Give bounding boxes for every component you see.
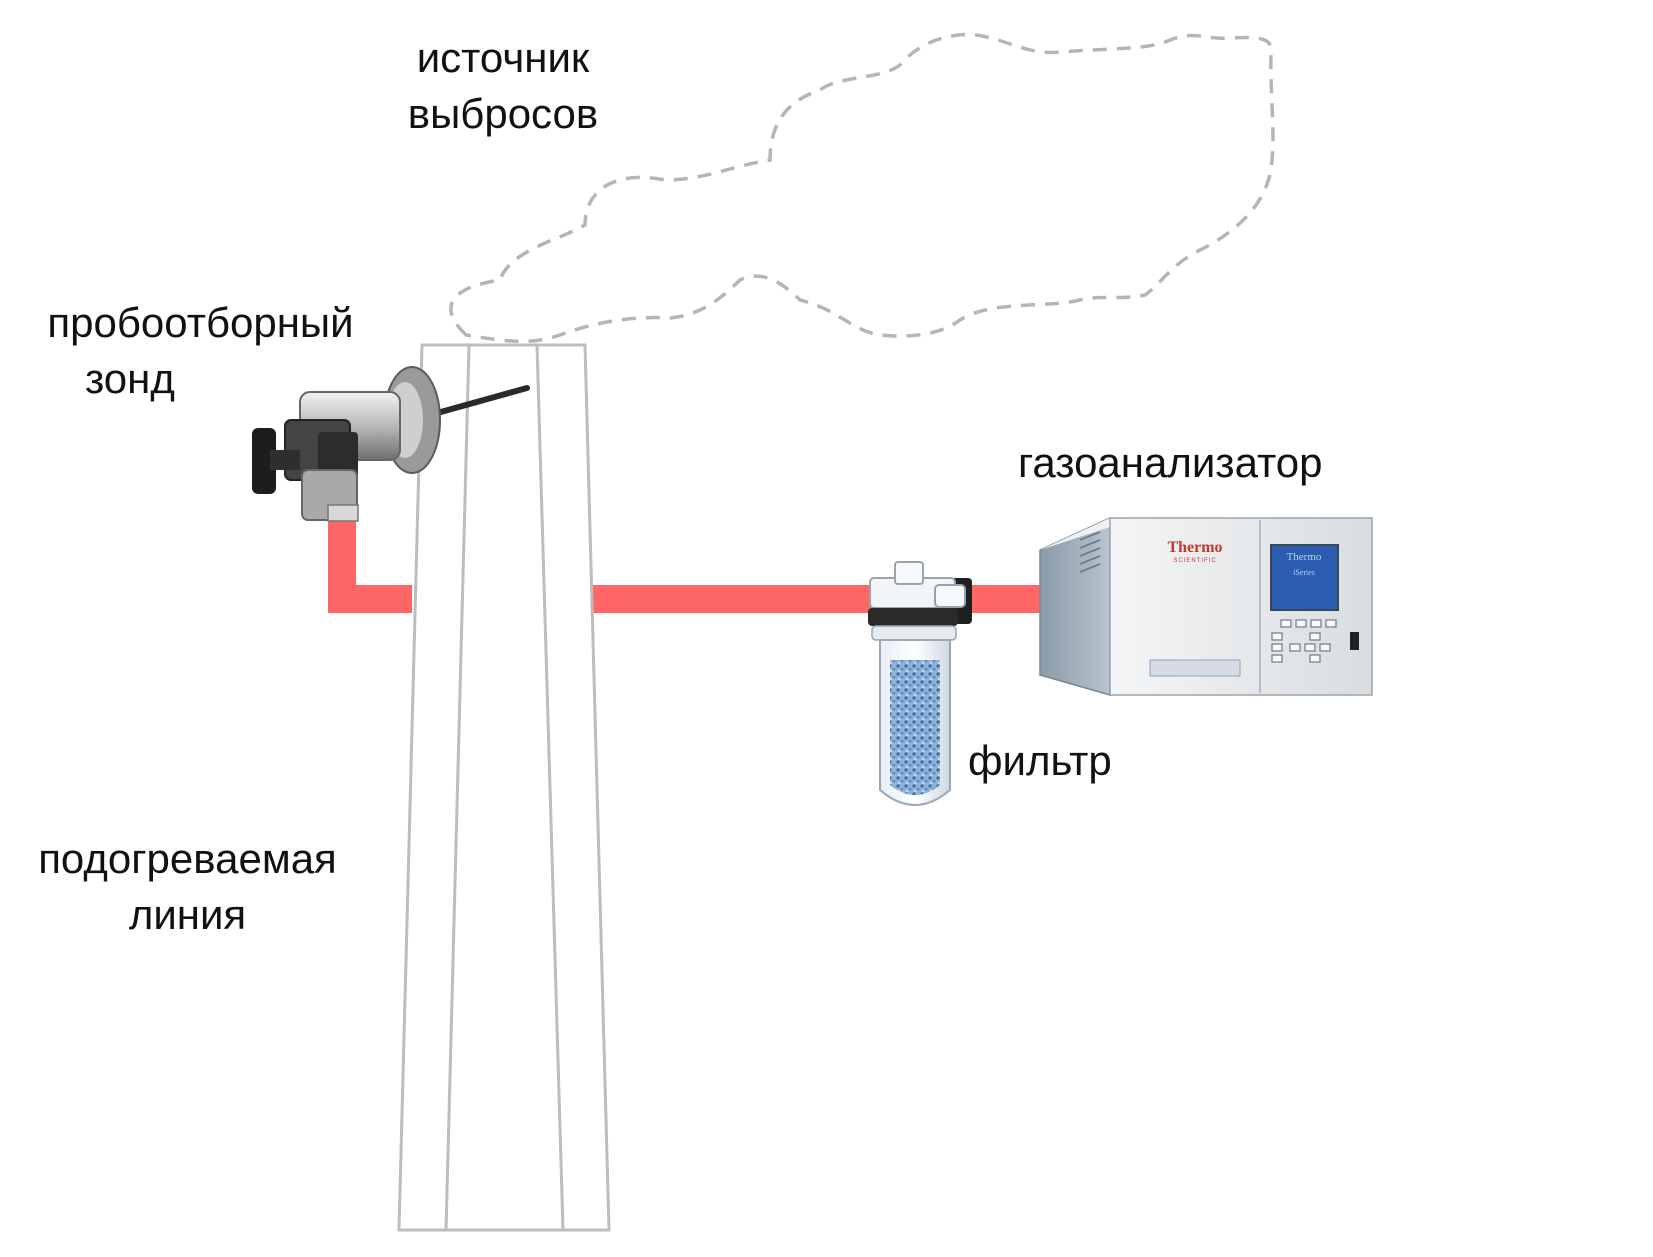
label-emission-source-line2: выбросов <box>407 90 599 137</box>
gas-analyzer: Thermo SCIENTIFIC Thermo iSeries <box>1039 516 1373 696</box>
sampling-probe <box>252 366 530 522</box>
label-heated-line-line1: подогреваемая <box>38 835 337 882</box>
label-heated-line-line2: линия <box>128 891 247 938</box>
heated-line-probe-segment <box>328 505 412 613</box>
label-sampling-probe: пробоотборный зонд <box>28 295 373 407</box>
label-sampling-probe-line1: пробоотборный <box>47 299 354 346</box>
label-sampling-probe-line2: зонд <box>85 355 175 402</box>
filter-unit <box>868 561 972 806</box>
emission-plume <box>449 32 1275 344</box>
analyzer-screen-sub: iSeries <box>1293 568 1315 577</box>
analyzer-brand: Thermo <box>1167 539 1222 556</box>
label-filter: фильтр <box>968 737 1112 784</box>
label-heated-line: подогреваемая линия <box>30 831 345 943</box>
label-gas-analyzer: газоанализатор <box>1018 439 1323 486</box>
analyzer-screen-brand: Thermo <box>1287 551 1322 563</box>
label-emission-source: источник выбросов <box>368 30 638 142</box>
emission-stack <box>397 343 611 1232</box>
label-emission-source-line1: источник <box>416 34 590 81</box>
analyzer-brand-sub: SCIENTIFIC <box>1173 558 1216 564</box>
